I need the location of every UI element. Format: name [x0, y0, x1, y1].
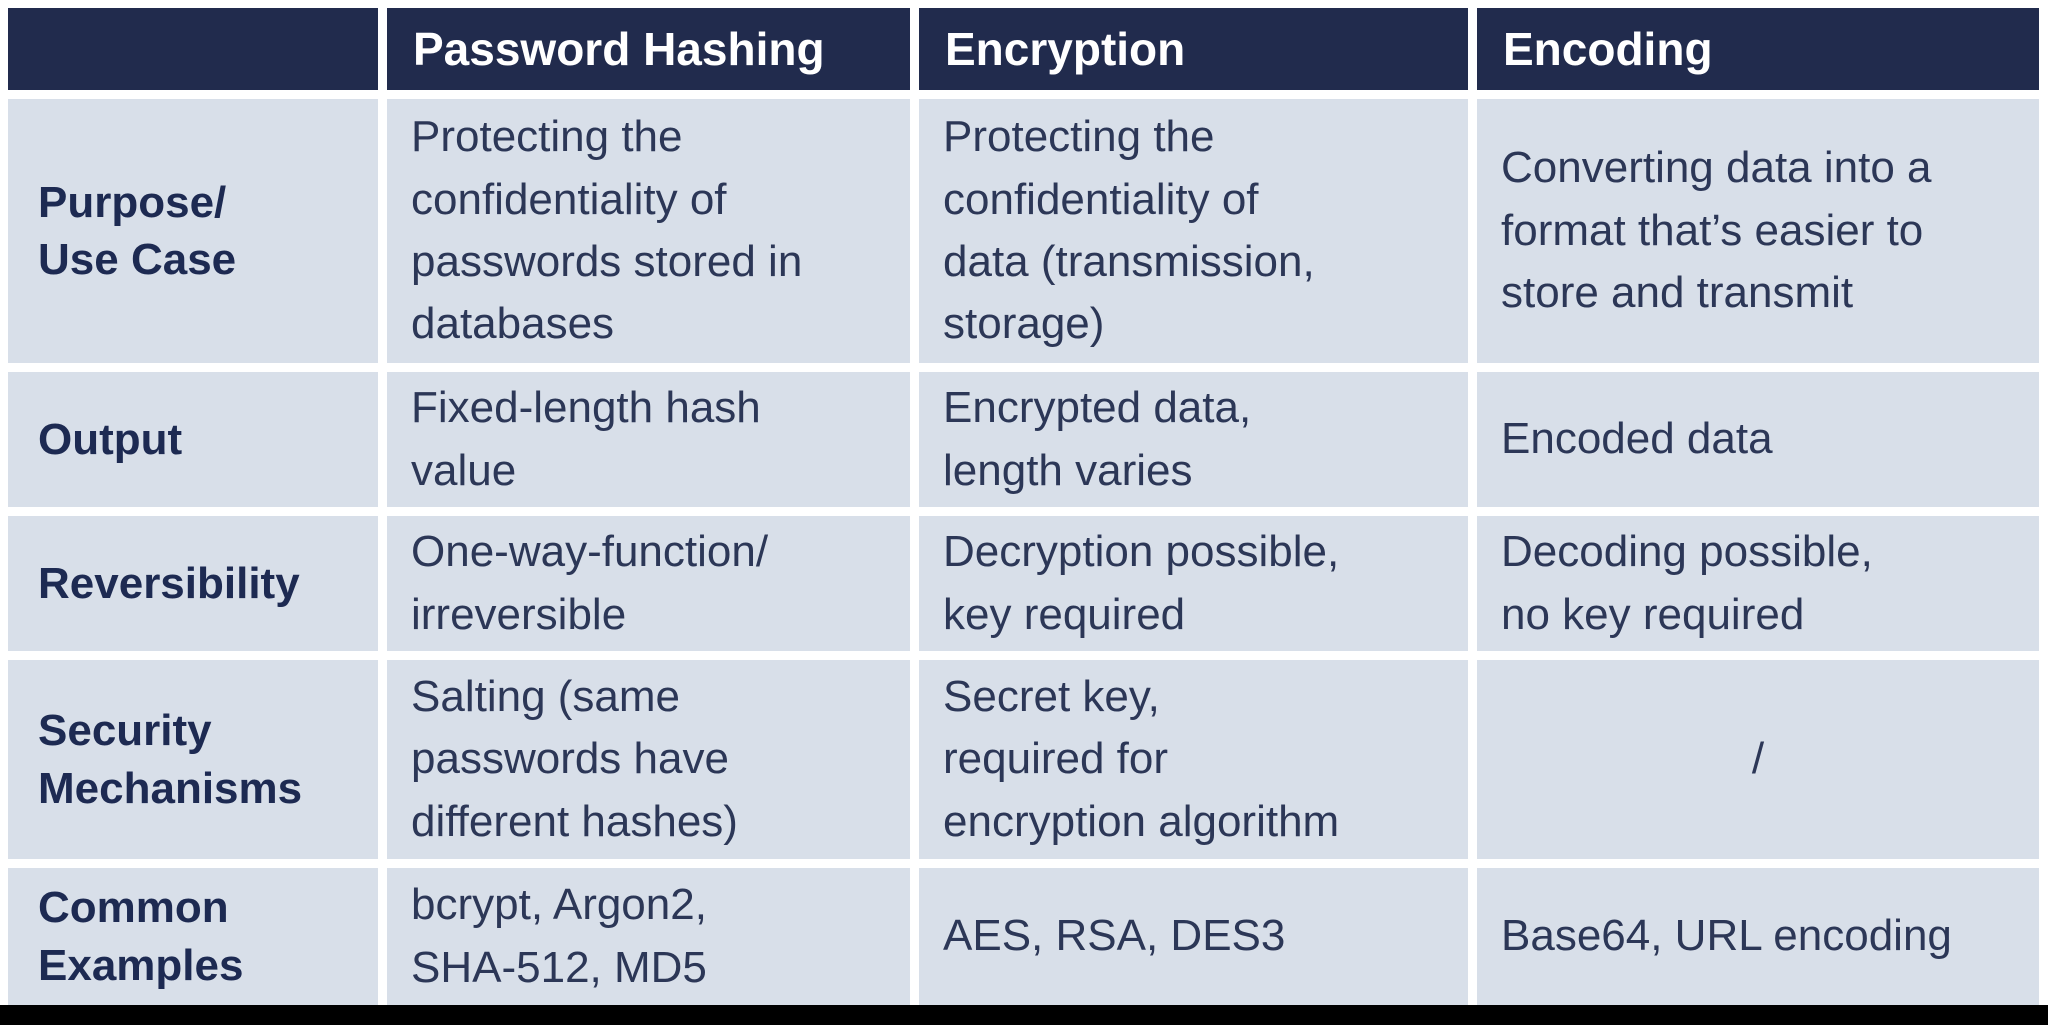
- cell-output-encryption: Encrypted data, length varies: [919, 372, 1468, 507]
- column-header-password-hashing: Password Hashing: [387, 8, 910, 90]
- column-header-blank: [8, 8, 378, 90]
- cell-examples-password-hashing: bcrypt, Argon2, SHA-512, MD5: [387, 868, 910, 1005]
- cell-output-password-hashing: Fixed-length hash value: [387, 372, 910, 507]
- column-header-encoding: Encoding: [1477, 8, 2039, 90]
- cell-output-encoding: Encoded data: [1477, 372, 2039, 507]
- cell-security-encryption: Secret key, required for encryption algo…: [919, 660, 1468, 859]
- row-label-purpose-use-case: Purpose/ Use Case: [8, 99, 378, 363]
- row-label-security-mechanisms: Security Mechanisms: [8, 660, 378, 859]
- cell-examples-encryption: AES, RSA, DES3: [919, 868, 1468, 1005]
- cell-purpose-encryption: Protecting the confidentiality of data (…: [919, 99, 1468, 363]
- cell-examples-encoding: Base64, URL encoding: [1477, 868, 2039, 1005]
- row-label-output: Output: [8, 372, 378, 507]
- cell-reversibility-encoding: Decoding possible, no key required: [1477, 516, 2039, 651]
- bottom-black-bar: [0, 1005, 2048, 1025]
- cell-reversibility-encryption: Decryption possible, key required: [919, 516, 1468, 651]
- cell-reversibility-password-hashing: One-way-function/ irreversible: [387, 516, 910, 651]
- cell-purpose-password-hashing: Protecting the confidentiality of passwo…: [387, 99, 910, 363]
- row-label-common-examples: Common Examples: [8, 868, 378, 1005]
- cell-security-password-hashing: Salting (same passwords have different h…: [387, 660, 910, 859]
- cell-purpose-encoding: Converting data into a format that’s eas…: [1477, 99, 2039, 363]
- column-header-encryption: Encryption: [919, 8, 1468, 90]
- cell-security-encoding: /: [1477, 660, 2039, 859]
- row-label-reversibility: Reversibility: [8, 516, 378, 651]
